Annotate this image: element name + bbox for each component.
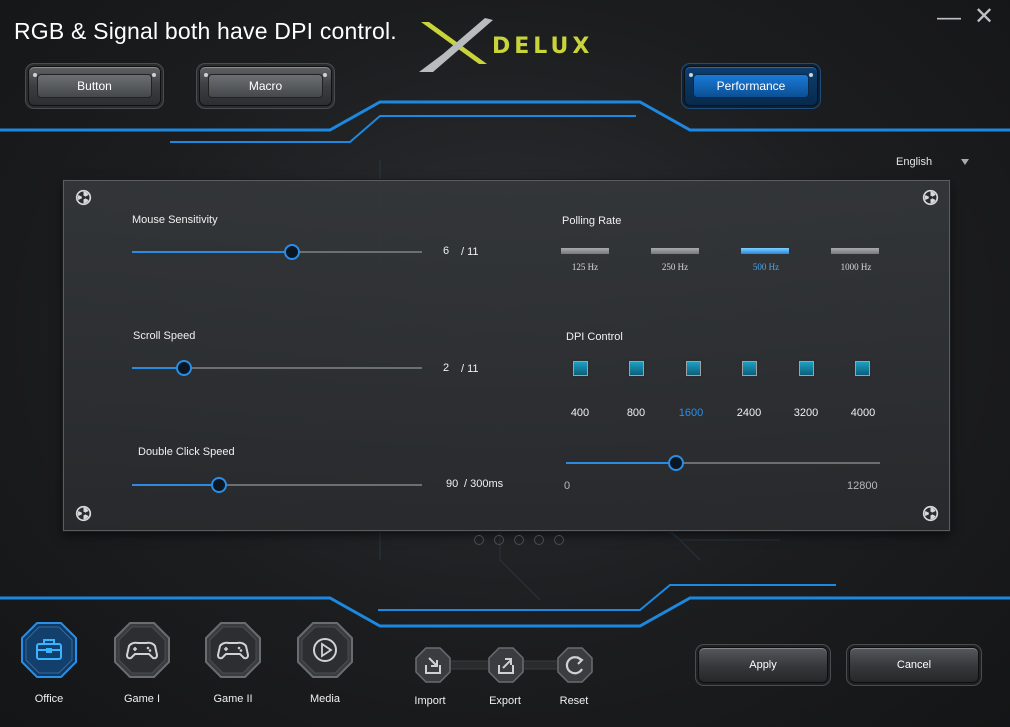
- dpi-4000-value: 4000: [850, 407, 876, 419]
- apply-button[interactable]: Apply: [698, 647, 828, 683]
- dpi-800-value: 800: [626, 407, 646, 419]
- profile-media-label: Media: [310, 693, 340, 705]
- profile-game1-button[interactable]: [114, 622, 170, 678]
- profile-game2-button[interactable]: [205, 622, 261, 678]
- import-button[interactable]: [415, 647, 451, 683]
- dpi-max-value: 12800: [847, 480, 878, 492]
- tab-performance-label: Performance: [693, 74, 809, 98]
- scroll-speed-value: 2: [443, 362, 450, 374]
- double-click-max: / 300ms: [464, 478, 504, 490]
- polling-rate-250[interactable]: [651, 248, 699, 254]
- double-click-label: Double Click Speed: [138, 446, 235, 458]
- import-icon: [415, 647, 451, 683]
- scroll-speed-max: / 11: [461, 363, 479, 375]
- dpi-4000-checkbox[interactable]: [855, 361, 870, 376]
- tab-macro[interactable]: Macro: [199, 66, 332, 106]
- brand-name: DELUX: [492, 34, 594, 59]
- export-label: Export: [489, 695, 521, 707]
- gamepad-icon: [114, 622, 170, 678]
- dpi-1600-checkbox[interactable]: [686, 361, 701, 376]
- mouse-sensitivity-max: / 11: [461, 246, 479, 258]
- dpi-800-checkbox[interactable]: [629, 361, 644, 376]
- profile-office-button[interactable]: [21, 622, 77, 678]
- slider-thumb[interactable]: [176, 360, 193, 376]
- close-button[interactable]: ✕: [974, 3, 995, 30]
- dpi-slider[interactable]: [566, 455, 880, 471]
- page-dots: [474, 532, 574, 550]
- profile-game2-label: Game II: [213, 693, 253, 705]
- play-icon: [297, 622, 353, 678]
- export-button[interactable]: [488, 647, 524, 683]
- reset-label: Reset: [559, 695, 589, 707]
- toolbox-icon: [21, 622, 77, 678]
- delux-logo: DELUX: [415, 14, 605, 78]
- profile-game1-label: Game I: [123, 693, 161, 705]
- minimize-button[interactable]: —: [937, 4, 961, 31]
- fan-screw-icon: [75, 189, 92, 206]
- mouse-sensitivity-value: 6: [443, 245, 450, 257]
- dpi-400-value: 400: [570, 407, 590, 419]
- dpi-400-checkbox[interactable]: [573, 361, 588, 376]
- profile-office-label: Office: [34, 693, 64, 705]
- polling-rate-125-label: 125 Hz: [571, 262, 599, 272]
- tab-button-label: Button: [37, 74, 152, 98]
- reset-button[interactable]: [557, 647, 593, 683]
- scroll-speed-label: Scroll Speed: [133, 330, 196, 342]
- dpi-2400-value: 2400: [736, 407, 762, 419]
- gamepad-icon: [205, 622, 261, 678]
- double-click-slider[interactable]: [132, 477, 422, 493]
- import-label: Import: [414, 695, 446, 707]
- scroll-speed-slider[interactable]: [132, 360, 422, 376]
- chevron-down-icon: [961, 159, 969, 165]
- polling-rate-label: Polling Rate: [562, 215, 622, 227]
- slider-thumb[interactable]: [283, 244, 300, 260]
- dpi-min-value: 0: [564, 480, 571, 492]
- fan-screw-icon: [922, 505, 939, 522]
- dpi-3200-value: 3200: [793, 407, 819, 419]
- fan-screw-icon: [75, 505, 92, 522]
- dpi-3200-checkbox[interactable]: [799, 361, 814, 376]
- tab-macro-label: Macro: [208, 74, 323, 98]
- header-caption: RGB & Signal both have DPI control.: [14, 18, 397, 44]
- logo-mark-icon: [419, 18, 493, 72]
- dpi-1600-value: 1600: [678, 407, 704, 419]
- polling-rate-250-label: 250 Hz: [661, 262, 689, 272]
- slider-thumb[interactable]: [211, 477, 227, 493]
- performance-panel: Mouse Sensitivity 6 / 11 Scroll Speed 2 …: [63, 180, 950, 531]
- mouse-sensitivity-label: Mouse Sensitivity: [132, 214, 218, 226]
- mouse-sensitivity-slider[interactable]: [132, 244, 422, 260]
- cancel-button[interactable]: Cancel: [849, 647, 979, 683]
- polling-rate-500[interactable]: [741, 248, 789, 254]
- reset-icon: [557, 647, 593, 683]
- polling-rate-125[interactable]: [561, 248, 609, 254]
- language-value: English: [896, 156, 933, 168]
- tab-button[interactable]: Button: [28, 66, 161, 106]
- polling-rate-500-label: 500 Hz: [752, 262, 780, 272]
- dpi-control-label: DPI Control: [566, 331, 623, 343]
- profile-media-button[interactable]: [297, 622, 353, 678]
- polling-rate-1000[interactable]: [831, 248, 879, 254]
- double-click-value: 90: [446, 478, 459, 490]
- slider-thumb[interactable]: [667, 455, 684, 471]
- dpi-2400-checkbox[interactable]: [742, 361, 757, 376]
- polling-rate-1000-label: 1000 Hz: [840, 262, 872, 272]
- tab-performance[interactable]: Performance: [684, 66, 818, 106]
- language-select[interactable]: English: [896, 156, 969, 168]
- fan-screw-icon: [922, 189, 939, 206]
- export-icon: [488, 647, 524, 683]
